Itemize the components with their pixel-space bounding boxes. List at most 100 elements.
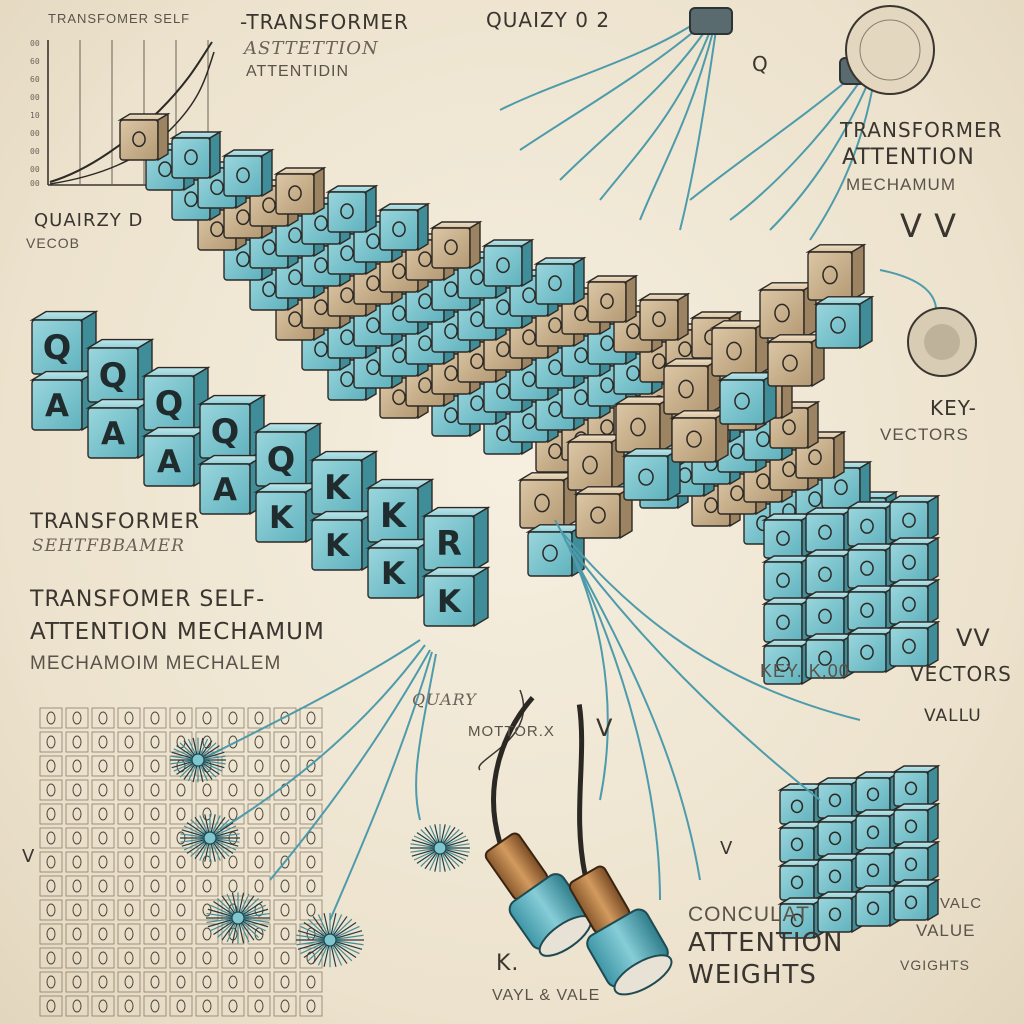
- key-block: [481, 238, 535, 288]
- key-cube-cell: [845, 500, 899, 548]
- key-cube-cell: [887, 494, 941, 542]
- key-cube-cell: [761, 512, 815, 560]
- svg-text:10: 10: [30, 111, 40, 120]
- v-mid-label: V: [596, 714, 614, 742]
- quary-label: QUARY: [412, 690, 477, 709]
- value-cube-cell: [891, 840, 941, 884]
- right-title-line2: ATTENTION: [842, 145, 975, 170]
- svg-text:00: 00: [30, 39, 40, 48]
- svg-text:00: 00: [30, 129, 40, 138]
- key-block: [429, 220, 483, 270]
- vayl-label: VAYL & VALE: [492, 987, 601, 1004]
- cable-clamp-top: [689, 5, 935, 95]
- letter-block-bottom: K: [365, 538, 435, 600]
- svg-text:K: K: [324, 468, 351, 507]
- value-cube-cell: [891, 802, 941, 846]
- key-vectors-label: VECTORS: [880, 425, 969, 444]
- key-label: KEY-: [930, 396, 977, 420]
- top-title-line2: ASTTETTION: [244, 38, 379, 59]
- rail-block-lower: [813, 295, 875, 350]
- key-block: [377, 202, 431, 252]
- connector-plugs: [484, 696, 673, 996]
- left-mid-line1: TRANSFORMER: [30, 509, 201, 533]
- top-title-line1: -TRANSFORMER: [240, 10, 409, 34]
- key-cube-cell: [887, 578, 941, 626]
- q-label: Q: [752, 52, 769, 76]
- letter-block-bottom: A: [29, 370, 99, 432]
- svg-text:R: R: [436, 524, 462, 563]
- vallu-label: VALLU: [924, 706, 982, 726]
- key-cube-cell: [845, 584, 899, 632]
- svg-text:A: A: [45, 388, 69, 424]
- key-k-label: KEY. K,00: [760, 661, 850, 681]
- value-cube-cell: [777, 858, 827, 902]
- letter-block-top: K: [309, 450, 379, 516]
- svg-text:K: K: [381, 556, 406, 592]
- svg-text:Q: Q: [99, 356, 127, 395]
- key-block: [325, 184, 379, 234]
- left-mid-line2: SEHTFBBAMER: [32, 536, 185, 556]
- top-wire-bundle: [499, 19, 875, 241]
- key-cube-cell: [803, 590, 857, 638]
- letter-block-bottom: K: [421, 566, 491, 628]
- key-cube-cell: [761, 554, 815, 602]
- concul-line3: WEIGHTS: [688, 960, 817, 990]
- svg-text:00: 00: [30, 147, 40, 156]
- left-query-line2: VECOB: [26, 235, 81, 251]
- svg-text:K: K: [437, 584, 462, 620]
- svg-text:K: K: [325, 528, 350, 564]
- svg-text:A: A: [213, 472, 237, 508]
- letter-block-top: Q: [197, 394, 267, 460]
- letter-block-top: Q: [85, 338, 155, 404]
- key-cube-cell: [761, 596, 815, 644]
- rail-block-lower: [669, 409, 731, 464]
- letter-block-top: Q: [253, 422, 323, 488]
- key-cube-cell: [803, 506, 857, 554]
- key-block: [273, 166, 327, 216]
- brush-tip: [206, 892, 270, 944]
- key-cube-cell: [845, 542, 899, 590]
- svg-text:60: 60: [30, 75, 40, 84]
- svg-text:60: 60: [30, 57, 40, 66]
- value-cube-cell: [891, 764, 941, 808]
- value-vector-cube: [777, 764, 941, 940]
- rail-block: [517, 471, 579, 530]
- key-vector-cube: [761, 494, 941, 686]
- value-line3: VGIGHTS: [900, 957, 971, 973]
- top-title-line3: ATTENTIDIN: [246, 63, 350, 80]
- right-title-line3: MECHAMUM: [846, 175, 956, 194]
- letter-block-bottom: K: [309, 510, 379, 572]
- svg-text:Q: Q: [43, 328, 71, 367]
- concul-line1: CONCULAT: [688, 903, 810, 926]
- brush-tip: [170, 737, 226, 783]
- svg-text:00: 00: [30, 93, 40, 102]
- letter-block-top: Q: [29, 310, 99, 376]
- rail-block: [805, 243, 867, 302]
- key-block: [221, 148, 275, 198]
- svg-text:Q: Q: [267, 440, 295, 479]
- v-left-label: V: [22, 846, 36, 867]
- key-block: [585, 274, 639, 324]
- svg-text:K: K: [380, 496, 407, 535]
- value-line1: VALC: [940, 895, 983, 912]
- v-lower-label: V: [720, 838, 734, 859]
- bottom-left-matrix: [39, 707, 323, 1017]
- value-cube-cell: [853, 846, 903, 890]
- brush-tips: [170, 737, 470, 968]
- left-big-line1: TRANSFOMER SELF-: [30, 587, 266, 612]
- left-big-line3: MECHAMOIM MECHALEM: [30, 653, 282, 674]
- key-block: [117, 112, 171, 162]
- letter-block-top: R: [421, 506, 491, 572]
- right-dial: [879, 269, 977, 377]
- svg-text:Q: Q: [155, 384, 183, 423]
- key-block: [169, 130, 223, 180]
- rail-block-lower: [525, 523, 587, 578]
- mottor-label: MOTTOR.X: [468, 723, 555, 740]
- letter-block-top: K: [365, 478, 435, 544]
- left-query-line1: QUAIRZY D: [34, 210, 144, 231]
- svg-text:00: 00: [30, 179, 40, 188]
- svg-text:Q: Q: [211, 412, 239, 451]
